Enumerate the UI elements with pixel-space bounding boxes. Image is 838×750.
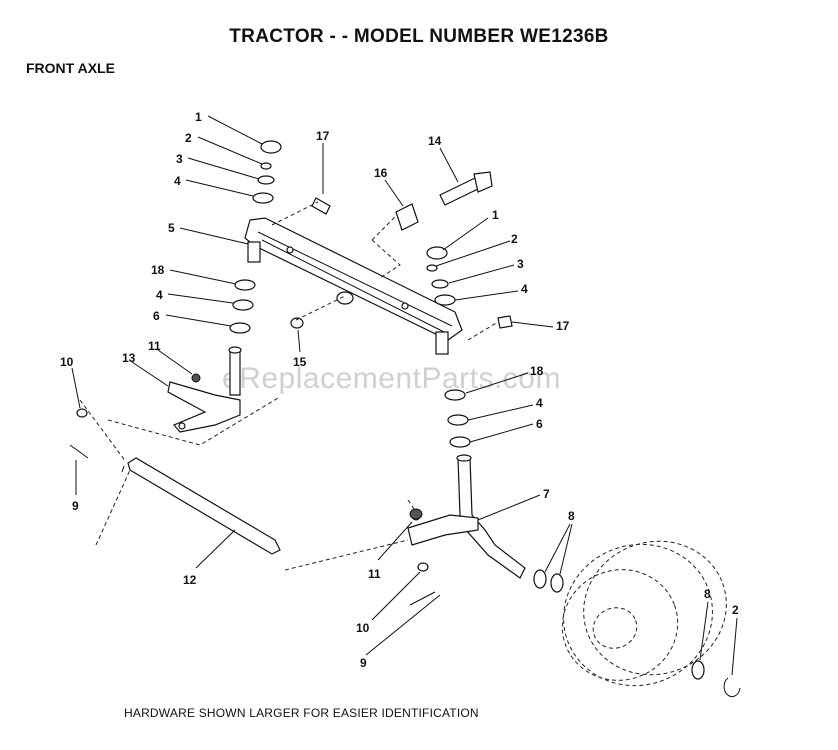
callout-5: 5: [168, 221, 175, 235]
callout-3b: 3: [517, 257, 524, 271]
callout-9a: 9: [72, 499, 79, 513]
diagram-title: TRACTOR - - MODEL NUMBER WE1236B: [229, 26, 609, 47]
callout-11b: 11: [368, 567, 381, 581]
callout-2b: 2: [511, 232, 518, 246]
right-spindle: [407, 454, 526, 579]
front-tire: [561, 540, 727, 687]
callout-14: 14: [428, 134, 442, 148]
callout-4d: 4: [536, 396, 543, 410]
callout-18a: 18: [151, 263, 165, 277]
callout-6a: 6: [153, 309, 160, 323]
callout-17a: 17: [316, 129, 330, 143]
callout-17b: 17: [556, 319, 570, 333]
watermark: eReplacementParts.com: [222, 362, 561, 395]
callout-9b: 9: [360, 656, 367, 670]
callout-16: 16: [374, 166, 388, 180]
callout-8a: 8: [568, 509, 575, 523]
callout-2a: 2: [185, 131, 192, 145]
callout-1b: 1: [492, 208, 499, 222]
leader-lines: [71, 115, 738, 676]
section-title: FRONT AXLE: [26, 60, 115, 76]
hardware: [69, 140, 741, 698]
callout-10a: 10: [60, 355, 74, 369]
drag-link: [121, 457, 281, 555]
callout-13: 13: [122, 351, 136, 365]
footer-note: HARDWARE SHOWN LARGER FOR EASIER IDENTIF…: [124, 706, 479, 720]
callout-15: 15: [293, 355, 307, 369]
callout-12: 12: [183, 573, 197, 587]
callout-18b: 18: [530, 364, 544, 378]
callouts: 1 2 3 4 5 18 4 6 10 13 11 9 12 17 16 14 …: [60, 110, 739, 670]
axle-beam: [244, 217, 463, 355]
callout-10b: 10: [356, 621, 370, 635]
callout-4b: 4: [156, 288, 163, 302]
callout-2c: 2: [732, 603, 739, 617]
callout-7: 7: [543, 487, 550, 501]
callout-4c: 4: [521, 282, 528, 296]
callout-3a: 3: [176, 152, 183, 166]
callout-6b: 6: [536, 417, 543, 431]
callout-1a: 1: [195, 110, 202, 124]
callout-11a: 11: [148, 339, 161, 353]
callout-8b: 8: [704, 587, 711, 601]
assembly-lines: [79, 201, 499, 571]
left-spindle: [167, 346, 242, 433]
callout-4a: 4: [174, 174, 181, 188]
